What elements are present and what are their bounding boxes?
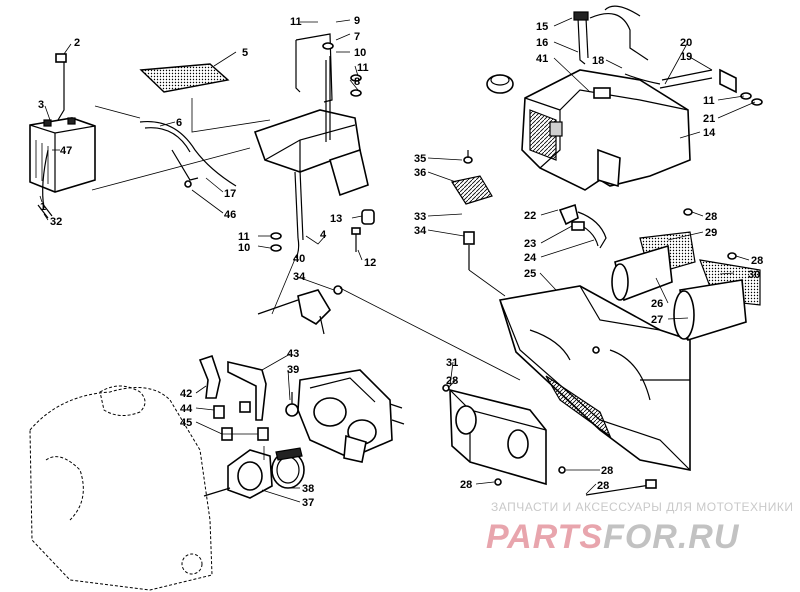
callout-31: 31 [446, 357, 458, 369]
callout-44: 44 [180, 403, 193, 415]
callout-15: 15 [536, 21, 548, 33]
callout-22: 22 [524, 210, 536, 222]
callout-21: 21 [703, 113, 715, 125]
callout-11-right: 11 [703, 95, 715, 107]
callout-28-a: 28 [705, 211, 717, 223]
callout-5: 5 [242, 47, 248, 59]
callout-30: 30 [748, 269, 760, 281]
callout-38: 38 [302, 483, 314, 495]
engine-outline [29, 385, 213, 591]
callout-34-upper: 34 [414, 225, 427, 237]
callout-47: 47 [60, 145, 72, 157]
carburetor-adapter [442, 384, 657, 496]
callout-3: 3 [38, 99, 44, 111]
battery [29, 53, 96, 219]
callout-28-c: 28 [446, 375, 458, 387]
callout-39: 39 [287, 364, 299, 376]
rubber-pad [139, 63, 271, 133]
callout-11-low: 11 [238, 231, 250, 243]
callout-28-d: 28 [601, 465, 613, 477]
callout-37: 37 [302, 497, 314, 509]
drain-hose [558, 203, 607, 249]
callout-25: 25 [524, 268, 536, 280]
callout-13: 13 [330, 213, 342, 225]
watermark-logo: PARTSFOR.RU [486, 518, 740, 556]
callout-18: 18 [592, 55, 604, 67]
callout-34-lower: 34 [293, 271, 306, 283]
callout-33: 33 [414, 211, 426, 223]
callout-45: 45 [180, 417, 192, 429]
vent-clip [451, 150, 506, 297]
callout-1: 1 [40, 201, 46, 213]
callout-labels: 2 3 47 1 32 5 6 17 46 9 11 7 10 11 8 13 … [38, 15, 763, 509]
callout-8: 8 [354, 76, 360, 88]
air-silencer-box [498, 285, 691, 471]
callout-26: 26 [651, 298, 663, 310]
callout-7: 7 [354, 31, 360, 43]
callout-2: 2 [74, 37, 80, 49]
callout-11-mid: 11 [357, 62, 369, 74]
callout-19: 19 [680, 51, 692, 63]
carburetor [285, 369, 405, 459]
callout-41: 41 [536, 53, 548, 65]
callout-6: 6 [176, 117, 182, 129]
callout-46: 46 [224, 209, 236, 221]
callout-28-e: 28 [460, 479, 472, 491]
intake-funnels [611, 208, 761, 342]
watermark-logo-part1: PARTS [486, 518, 603, 556]
callout-40: 40 [293, 253, 305, 265]
bracket-hardware [270, 42, 375, 252]
callout-10-top: 10 [354, 47, 366, 59]
callout-32: 32 [50, 216, 62, 228]
callout-43: 43 [287, 348, 299, 360]
callout-4: 4 [320, 229, 327, 241]
callout-28-f: 28 [597, 480, 609, 492]
callout-9: 9 [354, 15, 360, 27]
battery-strap [91, 105, 251, 191]
callout-16: 16 [536, 37, 548, 49]
callout-27: 27 [651, 314, 663, 326]
callout-23: 23 [524, 238, 536, 250]
intake-flanges [203, 434, 367, 499]
callout-24: 24 [524, 252, 537, 264]
callout-29: 29 [705, 227, 717, 239]
battery-bracket [253, 33, 369, 259]
watermark: ЗАПЧАСТИ И АКСЕССУАРЫ ДЛЯ МОТОТЕХНИКИ PA… [486, 500, 793, 556]
choke-lever [257, 285, 521, 381]
callout-42: 42 [180, 388, 192, 400]
callout-36: 36 [414, 167, 426, 179]
leader-lines [39, 17, 756, 503]
watermark-logo-part2: FOR.RU [603, 518, 740, 556]
callout-14: 14 [703, 127, 716, 139]
callout-28-b: 28 [751, 255, 763, 267]
callout-10-low: 10 [238, 242, 250, 254]
callout-11-top: 11 [290, 16, 302, 28]
carb-hoses [198, 354, 269, 460]
callout-12: 12 [364, 257, 376, 269]
callout-17: 17 [224, 188, 236, 200]
callout-35: 35 [414, 153, 426, 165]
oil-tank [486, 5, 763, 191]
callout-20: 20 [680, 37, 692, 49]
watermark-tagline: ЗАПЧАСТИ И АКСЕССУАРЫ ДЛЯ МОТОТЕХНИКИ [491, 500, 793, 514]
